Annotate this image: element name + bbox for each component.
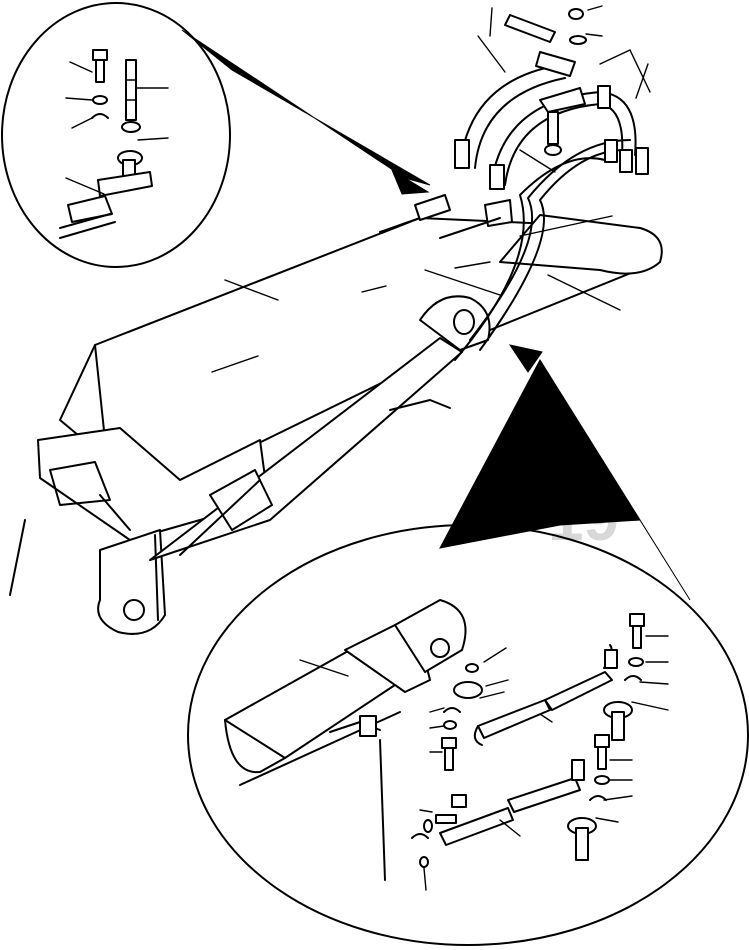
bolt-left-lower-icon	[435, 794, 467, 824]
leader-line	[429, 707, 445, 713]
hose-2b	[504, 103, 624, 186]
fitting-icon	[604, 139, 618, 163]
boom-tip	[499, 214, 663, 275]
pointer-arrow-head-bottom	[508, 344, 543, 373]
hose-lower-icon	[439, 759, 585, 846]
leader-line	[587, 5, 603, 11]
hose-4	[454, 157, 606, 361]
leader-line	[603, 795, 633, 801]
leader-line	[429, 725, 445, 729]
clamp-block	[535, 51, 576, 77]
fitting-icon	[454, 139, 470, 169]
leader-line	[419, 809, 433, 813]
bolt-top-icon	[92, 49, 108, 83]
pointer-wedge-bottom	[439, 359, 691, 601]
clamp-block-lower	[539, 87, 586, 113]
leader-line	[479, 691, 505, 699]
leader-line	[599, 49, 631, 65]
leader-line	[299, 659, 349, 677]
pointer-wedge-top	[181, 29, 431, 186]
boom-clamp-right	[484, 199, 513, 227]
leader-line	[137, 137, 169, 141]
clip-right-lower-icon	[589, 795, 607, 801]
hose-1b	[474, 77, 566, 169]
washer-left-upper-icon	[465, 663, 479, 673]
hose-set	[414, 5, 651, 361]
leader-line	[71, 117, 93, 129]
leader-line	[69, 61, 93, 73]
clamp-assembly-icon	[59, 150, 153, 239]
detail-circle-bottom-right	[187, 344, 749, 946]
pointer-arrow-head-top	[390, 168, 430, 195]
bolt-right-upper-icon	[629, 613, 645, 649]
washer-right-upper-icon	[628, 657, 644, 667]
boom-assembly	[9, 214, 663, 635]
clip-top-icon	[91, 113, 109, 119]
detail-circle-top-left	[1, 2, 431, 268]
flange-right-upper-icon	[603, 701, 633, 741]
leader-line	[485, 679, 509, 687]
flange-right-lower-icon	[567, 817, 597, 861]
nut-top-icon	[121, 121, 141, 133]
hose-3	[479, 149, 626, 351]
bolt-mid-icon	[547, 111, 559, 145]
fitting-icon	[489, 164, 505, 190]
leader-line	[631, 701, 669, 711]
washer-left-bottom-icon	[419, 856, 429, 868]
leader-line	[489, 7, 493, 37]
cylinder-band	[209, 469, 273, 531]
leader-line	[629, 49, 651, 93]
bolt-left-upper-icon	[441, 737, 457, 771]
clamp-bar-top	[504, 14, 556, 43]
boom-clamp-left	[414, 194, 451, 221]
washer-top-icon	[92, 95, 108, 105]
leader-line	[65, 177, 105, 195]
leader-line	[539, 713, 553, 723]
washer-left-mid-icon	[443, 720, 457, 730]
clip-left-lower-icon	[411, 833, 429, 839]
leader-line	[635, 63, 649, 99]
leader-line	[499, 819, 521, 837]
hose-3b	[469, 139, 631, 341]
leader-line	[547, 274, 621, 311]
leader-line	[477, 35, 506, 73]
leader-line	[65, 97, 93, 101]
clip-right-upper-icon	[624, 675, 642, 681]
washer-right-lower-icon	[594, 775, 610, 785]
fitting-icon	[597, 85, 611, 109]
bolt-right-lower-icon	[594, 734, 610, 770]
leader-line	[483, 647, 507, 663]
flange-left-upper-icon	[453, 681, 483, 699]
fitting-icon	[619, 149, 633, 173]
fitting-icon	[635, 147, 649, 175]
leader-line	[639, 681, 669, 685]
stud-tube-icon	[125, 59, 137, 121]
cylinder-detail-icon	[224, 599, 467, 881]
leader-line	[423, 867, 427, 891]
leader-line	[585, 33, 603, 37]
boom-pivot-lower	[97, 529, 166, 635]
leader-line	[519, 215, 613, 237]
clip-left-upper-icon	[443, 707, 461, 713]
leader-line	[595, 817, 619, 823]
leader-line	[519, 149, 556, 173]
hose-upper-icon	[473, 644, 618, 746]
washer-top-right-icon	[569, 35, 587, 45]
washer-left-lower-icon	[423, 819, 433, 833]
nut-top-right-icon	[568, 8, 584, 20]
hose-2	[491, 91, 637, 181]
